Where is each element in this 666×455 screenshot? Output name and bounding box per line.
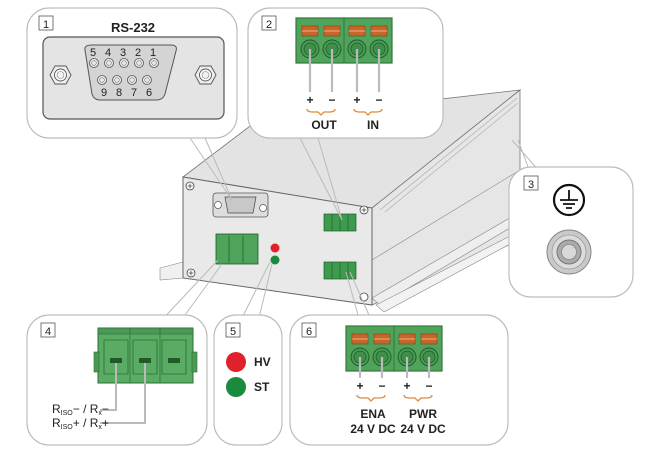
voltage-label-ena: 24 V DC [350,422,396,436]
riso-minus-label: RISO− / Rx− [52,402,109,417]
leader-lines [159,137,541,323]
group-label-out: OUT [311,118,337,132]
polarity-label: − [378,379,385,393]
panel-title: RS-232 [111,20,155,35]
polarity-label: − [328,93,335,107]
screw-icon [359,205,369,215]
panel-6-ena-pwr: 6 + − + − ENA PWR 24 V DC 24 V DC [289,314,509,446]
polarity-label: + [356,379,363,393]
riso-plus-label: RISO+ / Rx+ [52,416,109,431]
screw-icon [185,181,195,191]
polarity-label: + [306,93,313,107]
screw-icon [186,268,196,278]
db9-pin: 3 [119,47,129,68]
protective-earth-icon [552,183,586,217]
spring-release-icon [370,25,388,37]
panel-number: 6 [306,326,312,338]
terminal-block-out-in: + − + − [295,17,393,116]
pin-number: 6 [146,87,152,99]
pin-number: 5 [90,47,96,59]
voltage-label-pwr: 24 V DC [400,422,446,436]
spring-release-icon [420,333,438,345]
panel-5-leds: 5 HV ST [213,314,283,446]
group-brace [403,394,433,402]
pin-number: 9 [101,87,107,99]
terminal-block-3pin [93,327,198,384]
panel-number: 3 [528,179,534,191]
db9-pin: 6 [142,75,152,99]
pin-number: 3 [120,47,126,59]
spring-release-icon [373,333,391,345]
db9-pin: 7 [127,75,137,99]
device-terminal-4 [215,233,259,265]
device-led-st [270,255,280,265]
group-brace [306,108,336,116]
device-led-hv [270,243,280,253]
panel-number: 2 [266,19,272,31]
panel-number: 4 [45,326,51,338]
db9-pin: 8 [112,75,122,99]
pin-number: 7 [131,87,137,99]
group-label-pwr: PWR [409,407,437,421]
polarity-label: − [425,379,432,393]
panel-3-earth: 3 [508,166,634,298]
pin-number: 2 [135,47,141,59]
db9-pin: 4 [104,47,114,68]
jack-screw-icon [49,65,72,85]
panel-2-out-in: 2 + − + − OUT IN [247,7,444,139]
panel-4-riso: 4 RISO− / Rx− RISO+ / Rx+ [26,314,208,446]
group-label-ena: ENA [360,407,386,421]
earth-stud-icon [546,229,592,275]
spring-release-icon [348,25,366,37]
device-terminal-6 [323,261,357,280]
pin-number: 8 [116,87,122,99]
led-hv-label: HV [254,355,271,369]
spring-release-icon [323,25,341,37]
group-brace [356,394,386,402]
terminal-block-ena-pwr: + − + − [345,325,443,402]
group-brace [353,108,383,116]
device-db9-port [212,192,269,218]
led-hv-indicator [226,352,246,372]
panel-number: 1 [43,19,49,31]
spring-release-icon [398,333,416,345]
pin-number: 1 [150,47,156,59]
jack-screw-icon [194,65,217,85]
led-st-label: ST [254,380,270,394]
polarity-label: + [403,379,410,393]
spring-release-icon [301,25,319,37]
db9-pin: 9 [97,75,107,99]
polarity-label: + [353,93,360,107]
polarity-label: − [375,93,382,107]
pin-number: 4 [105,47,111,59]
panel-number: 5 [230,326,236,338]
led-st-indicator [226,377,246,397]
group-label-in: IN [367,118,379,132]
spring-release-icon [351,333,369,345]
db9-pin: 1 [149,47,159,68]
db9-pin: 2 [134,47,144,68]
db9-pin: 5 [89,47,99,68]
